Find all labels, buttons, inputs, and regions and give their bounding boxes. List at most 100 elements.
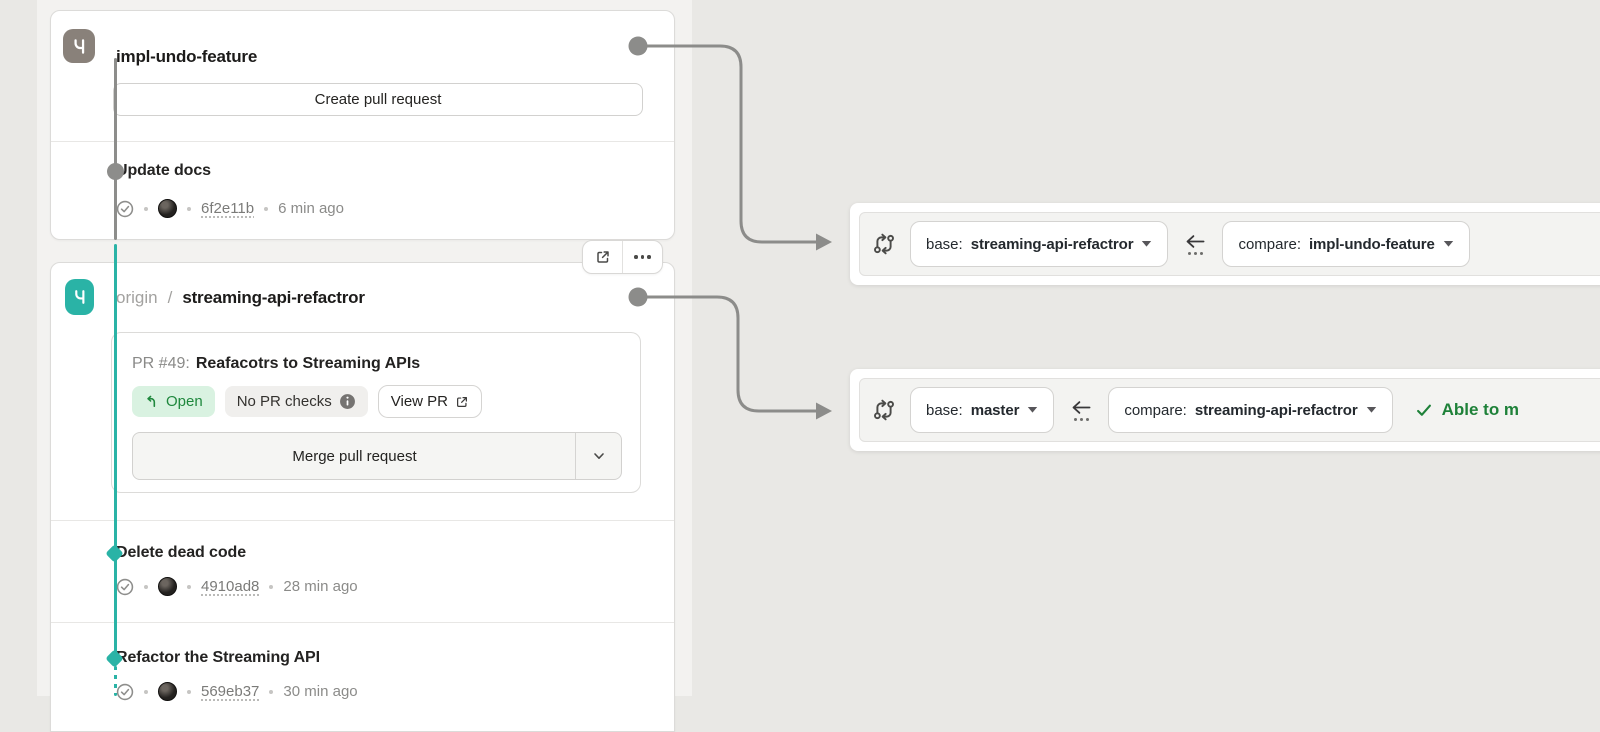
avatar[interactable] <box>158 682 177 701</box>
more-options-button[interactable] <box>622 241 662 273</box>
branch-badge-remote[interactable] <box>65 279 94 315</box>
branch-name: streaming-api-refactror <box>182 288 365 307</box>
branch-badge-local[interactable] <box>63 29 95 63</box>
ellipsis-icon <box>634 255 651 259</box>
meta-separator <box>144 584 148 589</box>
branch-card-toolbar <box>582 240 663 274</box>
meta-separator <box>144 206 148 211</box>
check-circle-icon <box>116 578 134 595</box>
avatar[interactable] <box>158 199 177 218</box>
branch-panel: impl-undo-feature Create pull request Up… <box>37 0 692 732</box>
compare-label: compare: <box>1124 401 1187 419</box>
meta-separator <box>187 689 191 694</box>
timeline-segment-teal-dotted <box>114 666 117 696</box>
base-label: base: <box>926 401 963 419</box>
base-branch-dropdown[interactable]: base: master <box>910 387 1055 433</box>
branch-card-impl-undo-feature: impl-undo-feature Create pull request Up… <box>50 10 675 240</box>
commit-time: 6 min ago <box>278 200 344 217</box>
pull-request-box: PR #49: Reafacotrs to Streaming APIs Ope… <box>111 332 641 493</box>
meta-separator <box>187 206 191 211</box>
timeline-segment-teal <box>114 244 117 656</box>
merge-ability-label: Able to m <box>1441 400 1520 419</box>
commit-dot[interactable] <box>107 163 124 180</box>
ellipsis-icon <box>1187 251 1203 255</box>
compare-value: impl-undo-feature <box>1308 235 1435 253</box>
git-compare-icon <box>874 233 894 255</box>
chevron-down-icon <box>593 453 604 459</box>
arrowhead <box>816 402 832 420</box>
arrowhead <box>816 233 832 251</box>
git-branch-icon <box>73 38 84 54</box>
commit-hash-link[interactable]: 4910ad8 <box>201 578 260 595</box>
compare-bar-inner: base: streaming-api-refactror compare: i… <box>859 212 1600 276</box>
merge-pull-request-label: Merge pull request <box>292 447 417 465</box>
external-link-icon <box>596 251 609 263</box>
compare-value: streaming-api-refactror <box>1194 401 1358 419</box>
info-icon[interactable] <box>339 393 356 410</box>
compare-direction <box>1068 400 1094 421</box>
compare-direction <box>1182 234 1208 255</box>
meta-separator <box>269 584 274 589</box>
pr-status-badge: Open <box>132 386 215 417</box>
meta-separator <box>269 689 274 694</box>
create-pull-request-button[interactable]: Create pull request <box>113 83 643 116</box>
compare-branch-dropdown[interactable]: compare: impl-undo-feature <box>1222 221 1470 267</box>
commit-time: 28 min ago <box>283 578 358 595</box>
timeline-segment-gray <box>114 58 117 240</box>
create-pull-request-label: Create pull request <box>314 91 442 108</box>
commit-hash-link[interactable]: 6f2e11b <box>201 200 255 217</box>
arrow-left-icon <box>1187 234 1205 248</box>
check-icon <box>1416 404 1431 416</box>
compare-bar-impl-undo-feature: base: streaming-api-refactror compare: i… <box>850 203 1600 285</box>
merge-pull-request-button[interactable]: Merge pull request <box>132 432 622 480</box>
merge-options-toggle[interactable] <box>575 433 621 479</box>
pull-request-arrow-icon <box>147 395 156 407</box>
base-branch-dropdown[interactable]: base: streaming-api-refactror <box>910 221 1169 267</box>
compare-bar-streaming-api-refactror: base: master compare: streaming-api-refa… <box>850 369 1600 451</box>
arrow-left-icon <box>1072 400 1091 414</box>
caret-down-icon <box>1028 407 1038 413</box>
merge-ability-status: Able to m <box>1415 400 1519 420</box>
ellipsis-icon <box>1073 417 1089 421</box>
meta-separator <box>264 206 269 211</box>
commit-meta-row: 6f2e11b 6 min ago <box>116 199 344 218</box>
base-label: base: <box>926 235 963 253</box>
git-client-canvas: { "panel": { "cards": [ { "type": "local… <box>37 0 1600 732</box>
branch-name: impl-undo-feature <box>116 47 258 66</box>
compare-label: compare: <box>1238 235 1301 253</box>
meta-separator <box>144 689 148 694</box>
compare-branch-dropdown[interactable]: compare: streaming-api-refactror <box>1108 387 1393 433</box>
meta-separator <box>187 584 191 589</box>
card-divider <box>51 520 674 521</box>
view-pr-button[interactable]: View PR <box>377 385 482 418</box>
check-circle-icon <box>116 200 134 217</box>
view-pr-label: View PR <box>390 393 448 410</box>
card-divider <box>51 141 674 142</box>
caret-down-icon <box>1142 241 1152 247</box>
compare-bar-inner: base: master compare: streaming-api-refa… <box>859 378 1600 442</box>
commit-title: Delete dead code <box>116 544 247 561</box>
pr-number-label: PR #49: <box>132 355 190 372</box>
pr-status-label: Open <box>166 393 203 410</box>
open-external-button[interactable] <box>583 241 622 273</box>
git-compare-icon <box>874 399 894 421</box>
pr-checks-badge: No PR checks <box>224 386 368 417</box>
avatar[interactable] <box>158 577 177 596</box>
commit-time: 30 min ago <box>283 683 358 700</box>
commit-hash-link[interactable]: 569eb37 <box>201 683 260 700</box>
remote-separator: / <box>167 288 173 307</box>
branch-card-streaming-api-refactror: origin / streaming-api-refactror PR #49:… <box>50 262 675 732</box>
commit-title: Update docs <box>116 162 211 179</box>
commit-meta-row: 4910ad8 28 min ago <box>116 577 358 596</box>
card-divider <box>51 622 674 623</box>
pr-checks-label: No PR checks <box>236 393 332 410</box>
caret-down-icon <box>1443 241 1453 247</box>
caret-down-icon <box>1366 407 1376 413</box>
git-branch-icon <box>74 290 84 304</box>
base-value: master <box>970 401 1020 419</box>
remote-name: origin <box>116 288 158 307</box>
commit-title: Refactor the Streaming API <box>116 649 320 666</box>
base-value: streaming-api-refactror <box>970 235 1134 253</box>
check-circle-icon <box>116 683 134 700</box>
pr-title: Reafacotrs to Streaming APIs <box>195 355 421 372</box>
